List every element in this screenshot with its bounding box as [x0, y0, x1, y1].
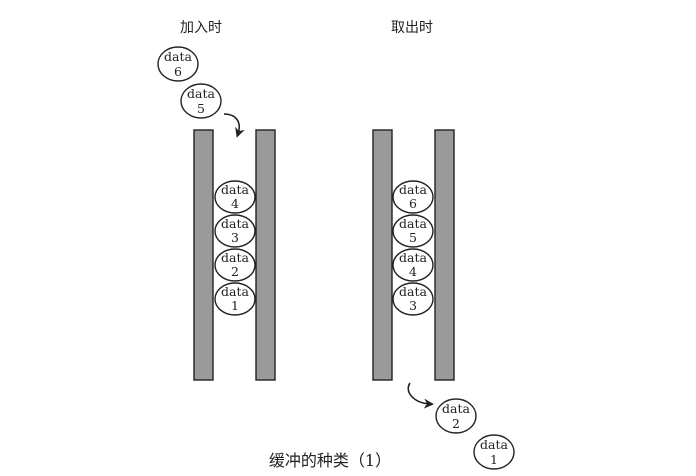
svg-text:data: data — [164, 49, 192, 64]
insert-arrow — [223, 113, 245, 138]
svg-text:data: data — [399, 216, 427, 231]
right-stack-node: data 5 — [392, 214, 434, 248]
svg-text:data: data — [221, 182, 249, 197]
right-stack-node: data 6 — [392, 180, 434, 214]
left-incoming-node: data 5 — [180, 83, 222, 119]
svg-text:data: data — [480, 437, 508, 452]
svg-text:2: 2 — [231, 264, 239, 279]
right-panel-wall-left — [372, 129, 393, 381]
svg-text:data: data — [187, 86, 215, 101]
left-panel-wall-right — [255, 129, 276, 381]
left-stack-node: data 3 — [214, 214, 256, 248]
svg-text:data: data — [399, 284, 427, 299]
right-stack-node: data 3 — [392, 282, 434, 316]
right-stack-node: data 4 — [392, 248, 434, 282]
svg-text:data: data — [221, 250, 249, 265]
right-outgoing-node: data 2 — [435, 398, 477, 434]
svg-text:2: 2 — [452, 416, 460, 431]
svg-text:data: data — [221, 216, 249, 231]
left-stack-node: data 1 — [214, 282, 256, 316]
left-panel-title: 加入时 — [180, 20, 222, 36]
svg-text:1: 1 — [490, 452, 498, 467]
svg-text:data: data — [399, 182, 427, 197]
diagram-caption: 缓冲的种类（1） — [269, 451, 391, 470]
svg-text:4: 4 — [409, 264, 417, 279]
svg-text:5: 5 — [409, 230, 417, 245]
left-stack-node: data 4 — [214, 180, 256, 214]
svg-text:4: 4 — [231, 196, 239, 211]
svg-text:3: 3 — [409, 298, 417, 313]
svg-text:data: data — [399, 250, 427, 265]
right-outgoing-node: data 1 — [473, 434, 515, 470]
left-incoming-node: data 6 — [157, 46, 199, 82]
svg-text:5: 5 — [197, 101, 205, 116]
svg-text:6: 6 — [409, 196, 417, 211]
svg-text:3: 3 — [231, 230, 239, 245]
svg-text:data: data — [442, 401, 470, 416]
left-panel-wall-left — [193, 129, 214, 381]
svg-text:6: 6 — [174, 64, 182, 79]
svg-text:1: 1 — [231, 298, 239, 313]
svg-text:data: data — [221, 284, 249, 299]
left-stack-node: data 2 — [214, 248, 256, 282]
remove-arrow — [407, 382, 434, 409]
right-panel-title: 取出时 — [391, 20, 433, 36]
right-panel-wall-right — [434, 129, 455, 381]
